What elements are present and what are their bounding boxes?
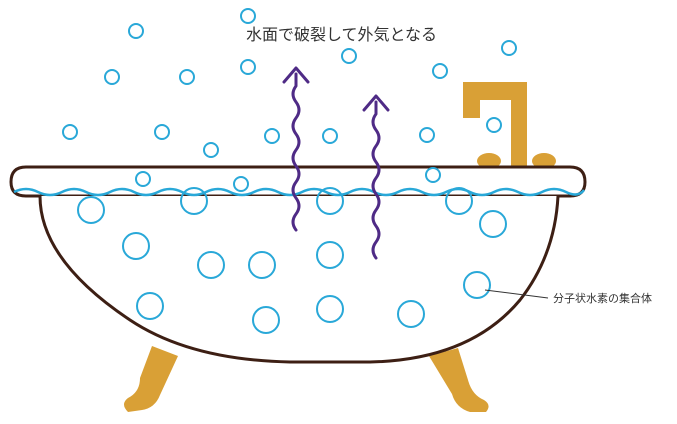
bubble-icon <box>463 271 491 299</box>
up-arrow-icon <box>362 94 390 260</box>
arrow-head-right <box>362 94 390 112</box>
bubble-icon <box>122 232 150 260</box>
bubble-icon <box>501 40 517 56</box>
bubble-icon <box>486 117 502 133</box>
bubble-icon <box>203 142 219 158</box>
bubble-icon <box>445 187 473 215</box>
bubble-icon <box>264 128 280 144</box>
arrow-head-left <box>282 66 310 84</box>
arrow-shaft-left <box>291 72 301 232</box>
bubble-icon <box>316 241 344 269</box>
top-caption: 水面で破裂して外気となる <box>246 25 437 44</box>
bubble-icon <box>62 124 78 140</box>
bubble-icon <box>135 171 151 187</box>
bubble-icon <box>77 196 105 224</box>
tub-leg-left <box>124 346 178 412</box>
up-arrow-icon <box>282 66 310 232</box>
bathtub-icon <box>9 165 587 364</box>
bubble-icon <box>419 127 435 143</box>
bubble-icon <box>341 48 357 64</box>
bubble-icon <box>316 295 344 323</box>
arrow-shaft-right <box>371 100 381 260</box>
water-surface <box>13 187 585 197</box>
bubble-icon <box>432 63 448 79</box>
bubble-icon <box>179 69 195 85</box>
bubble-icon <box>136 292 164 320</box>
bubble-callout-label: 分子状水素の集合体 <box>553 291 652 305</box>
faucet-pipe <box>463 82 527 168</box>
tub-leg-right <box>429 348 489 412</box>
faucet-icon <box>463 82 556 169</box>
bubbles-above-water <box>62 8 517 192</box>
faucet-knob-left <box>477 153 501 169</box>
callout-line <box>484 289 549 299</box>
bubble-icon <box>180 187 208 215</box>
faucet-knob-right <box>532 153 556 169</box>
bubble-icon <box>397 300 425 328</box>
tub-basin <box>38 195 560 364</box>
bubble-icon <box>316 187 344 215</box>
bubble-icon <box>240 59 256 75</box>
bubble-icon <box>248 251 276 279</box>
bubble-icon <box>197 251 225 279</box>
bubbles-in-water <box>77 187 507 334</box>
bubble-icon <box>154 124 170 140</box>
bubble-icon <box>252 306 280 334</box>
bubble-icon <box>233 176 249 192</box>
bubble-icon <box>240 8 256 24</box>
tub-legs <box>124 346 489 412</box>
bubble-icon <box>479 210 507 238</box>
rising-arrows <box>282 66 390 260</box>
bubble-icon <box>128 23 144 39</box>
bubble-icon <box>322 128 338 144</box>
bubble-icon <box>104 69 120 85</box>
bubble-icon <box>425 167 441 183</box>
